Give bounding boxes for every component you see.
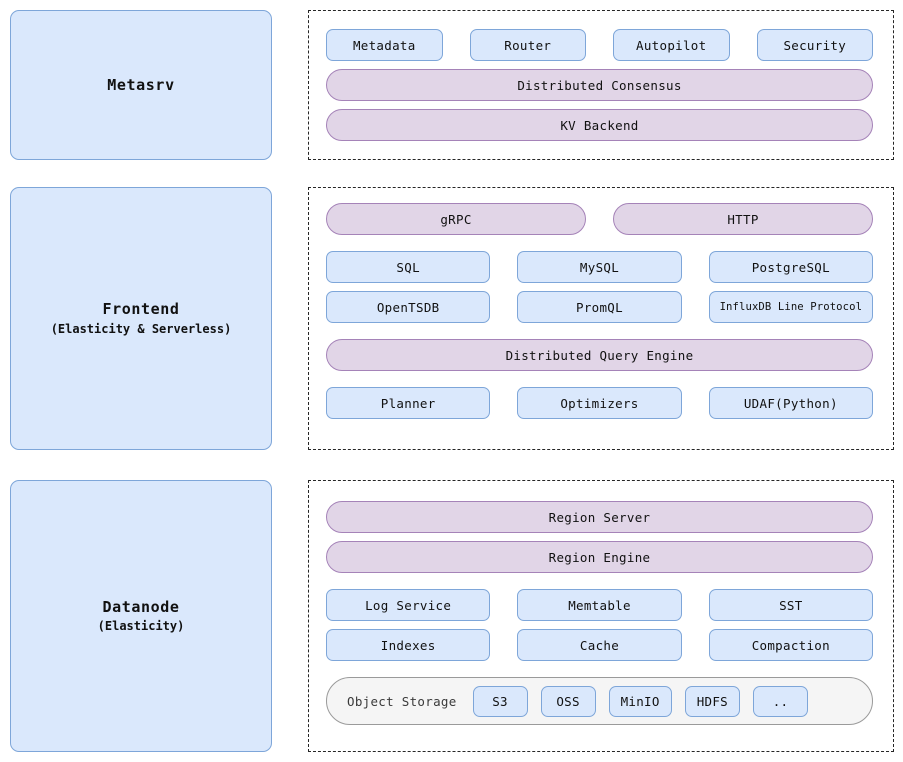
component-rows: gRPC HTTP SQL MySQL PostgreSQL OpenTSDB … (326, 203, 873, 419)
component-row: SQL MySQL PostgreSQL (326, 251, 873, 283)
storage-backend-more[interactable]: .. (753, 685, 809, 717)
component-planner[interactable]: Planner (326, 387, 491, 419)
role-panel-datanode: Datanode (Elasticity) (10, 480, 272, 752)
role-panel-metasrv: Metasrv (10, 10, 272, 160)
component-distributed-query-engine[interactable]: Distributed Query Engine (326, 339, 873, 371)
component-optimizers[interactable]: Optimizers (517, 387, 682, 419)
role-title: Datanode (102, 597, 180, 616)
role-subtitle: (Elasticity) (97, 619, 185, 634)
component-cache[interactable]: Cache (517, 629, 682, 661)
component-row: Log Service Memtable SST (326, 589, 873, 621)
component-distributed-consensus[interactable]: Distributed Consensus (326, 69, 873, 101)
object-storage-label: Object Storage (347, 693, 457, 709)
role-panel-frontend: Frontend (Elasticity & Serverless) (10, 187, 272, 450)
component-kv-backend[interactable]: KV Backend (326, 109, 873, 141)
component-influxdb-line-protocol[interactable]: InfluxDB Line Protocol (708, 291, 873, 323)
component-row: KV Backend (326, 109, 873, 141)
component-udaf-python[interactable]: UDAF(Python) (708, 387, 873, 419)
component-sql[interactable]: SQL (326, 251, 491, 283)
component-region-engine[interactable]: Region Engine (326, 541, 873, 573)
storage-backend-s3[interactable]: S3 (472, 685, 528, 717)
component-security[interactable]: Security (756, 29, 873, 61)
storage-backend-oss[interactable]: OSS (540, 685, 596, 717)
component-log-service[interactable]: Log Service (326, 589, 491, 621)
component-row: Metadata Router Autopilot Security (326, 29, 873, 61)
component-group-frontend: gRPC HTTP SQL MySQL PostgreSQL OpenTSDB … (308, 187, 894, 450)
component-mysql[interactable]: MySQL (517, 251, 682, 283)
component-sst[interactable]: SST (708, 589, 873, 621)
component-row: Indexes Cache Compaction (326, 629, 873, 661)
component-grpc[interactable]: gRPC (326, 203, 586, 235)
component-region-server[interactable]: Region Server (326, 501, 873, 533)
component-row: gRPC HTTP (326, 203, 873, 235)
component-http[interactable]: HTTP (613, 203, 873, 235)
component-rows: Region Server Region Engine Log Service … (326, 501, 873, 725)
component-autopilot[interactable]: Autopilot (613, 29, 730, 61)
component-memtable[interactable]: Memtable (517, 589, 682, 621)
component-row: Region Engine (326, 541, 873, 573)
role-title: Metasrv (107, 75, 175, 94)
component-postgresql[interactable]: PostgreSQL (708, 251, 873, 283)
storage-backend-hdfs[interactable]: HDFS (684, 685, 741, 717)
component-group-metasrv: Metadata Router Autopilot Security Distr… (308, 10, 894, 160)
component-router[interactable]: Router (469, 29, 586, 61)
component-row: OpenTSDB PromQL InfluxDB Line Protocol (326, 291, 873, 323)
object-storage-container: Object Storage S3 OSS MinIO HDFS .. (326, 677, 873, 725)
component-row: Region Server (326, 501, 873, 533)
component-indexes[interactable]: Indexes (326, 629, 491, 661)
component-compaction[interactable]: Compaction (708, 629, 873, 661)
component-promql[interactable]: PromQL (517, 291, 682, 323)
role-subtitle: (Elasticity & Serverless) (50, 321, 232, 336)
component-opentsdb[interactable]: OpenTSDB (326, 291, 491, 323)
storage-backend-minio[interactable]: MinIO (608, 685, 672, 717)
component-row: Distributed Query Engine (326, 339, 873, 371)
role-title: Frontend (102, 300, 180, 319)
component-row: Planner Optimizers UDAF(Python) (326, 387, 873, 419)
component-row: Distributed Consensus (326, 69, 873, 101)
component-group-datanode: Region Server Region Engine Log Service … (308, 480, 894, 752)
component-metadata[interactable]: Metadata (326, 29, 443, 61)
component-rows: Metadata Router Autopilot Security Distr… (326, 29, 873, 141)
